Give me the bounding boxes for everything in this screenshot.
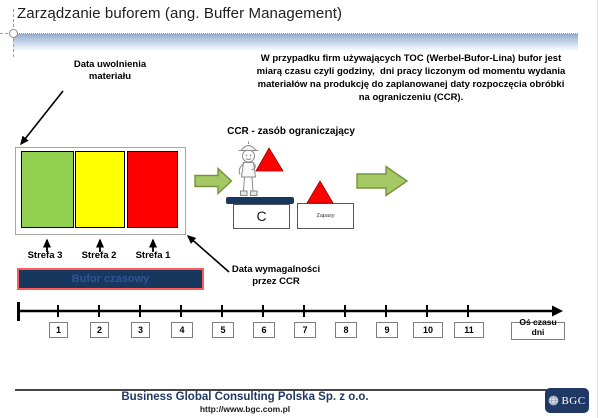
ccr-label[interactable]: CCR - zasób ograniczający xyxy=(227,126,355,137)
bgc-logo-text: BGC xyxy=(561,394,586,407)
footer-url[interactable]: http://www.bgc.com.pl xyxy=(199,404,291,414)
day-box-7[interactable]: 7 xyxy=(294,322,316,338)
day-box-10[interactable]: 10 xyxy=(413,322,443,338)
day-box-8[interactable]: 8 xyxy=(335,322,357,338)
zone-green-rect[interactable] xyxy=(21,151,74,228)
intro-textbox[interactable]: W przypadku firm używających TOC (Werbel… xyxy=(230,52,592,104)
machine-c-box[interactable]: C xyxy=(233,204,290,229)
red-triangle-stock[interactable] xyxy=(306,180,334,204)
intro-line: W przypadku firm używających TOC (Werbel… xyxy=(260,53,562,64)
day-box-9[interactable]: 9 xyxy=(376,322,398,338)
release-date-arrow xyxy=(20,90,64,146)
bgc-logo: BGC xyxy=(545,388,589,413)
intro-line: miarą czasu czyli godziny, dni pracy lic… xyxy=(256,66,566,77)
red-triangle-ccr[interactable] xyxy=(255,147,284,172)
intro-line: na ograniczeniu (CCR). xyxy=(358,92,464,103)
ccr-platform-bar[interactable] xyxy=(226,197,294,204)
time-buffer-bar[interactable]: Bufor czasowy xyxy=(17,268,204,290)
axis-label-line: Oś czasu xyxy=(519,317,557,327)
zone-red-rect[interactable] xyxy=(127,151,178,228)
slide-right-edge xyxy=(597,0,598,418)
day-box-11[interactable]: 11 xyxy=(454,322,484,338)
guide-handle-icon[interactable] xyxy=(9,29,18,38)
due-date-label[interactable]: Data wymagalności przez CCR xyxy=(231,264,321,287)
release-date-label[interactable]: Data uwolnienia materiału xyxy=(73,59,147,82)
worker-figure[interactable] xyxy=(238,141,259,196)
time-axis-label-box[interactable]: Oś czasu dni xyxy=(511,317,565,340)
globe-icon xyxy=(549,395,559,406)
day-box-6[interactable]: 6 xyxy=(253,322,275,338)
footer-company-name: Business Global Consulting Polska Sp. z … xyxy=(121,391,369,403)
zone-label-strefa-1: Strefa 1 xyxy=(135,250,171,261)
zone-label-strefa-2: Strefa 2 xyxy=(81,250,117,261)
footer-divider xyxy=(15,389,585,391)
title-underline-band xyxy=(13,33,578,51)
stock-zapasy-box[interactable]: Zapasy xyxy=(297,203,354,229)
page-title[interactable]: Zarządzanie buforem (ang. Buffer Managem… xyxy=(17,5,343,22)
time-axis xyxy=(17,302,563,321)
axis-label-line: dni xyxy=(531,326,545,337)
day-box-2[interactable]: 2 xyxy=(90,322,109,338)
zone-label-strefa-3: Strefa 3 xyxy=(27,250,63,261)
zone-yellow-rect[interactable] xyxy=(75,151,125,228)
ruler-guide-horizontal xyxy=(0,33,13,34)
day-box-3[interactable]: 3 xyxy=(131,322,150,338)
day-box-1[interactable]: 1 xyxy=(49,322,68,338)
flow-arrow-right[interactable] xyxy=(356,165,409,197)
day-box-4[interactable]: 4 xyxy=(171,322,193,338)
intro-line: materiałów na produkcję do zaplanowanej … xyxy=(257,79,565,90)
flow-arrow-left[interactable] xyxy=(194,166,233,196)
day-box-5[interactable]: 5 xyxy=(212,322,234,338)
